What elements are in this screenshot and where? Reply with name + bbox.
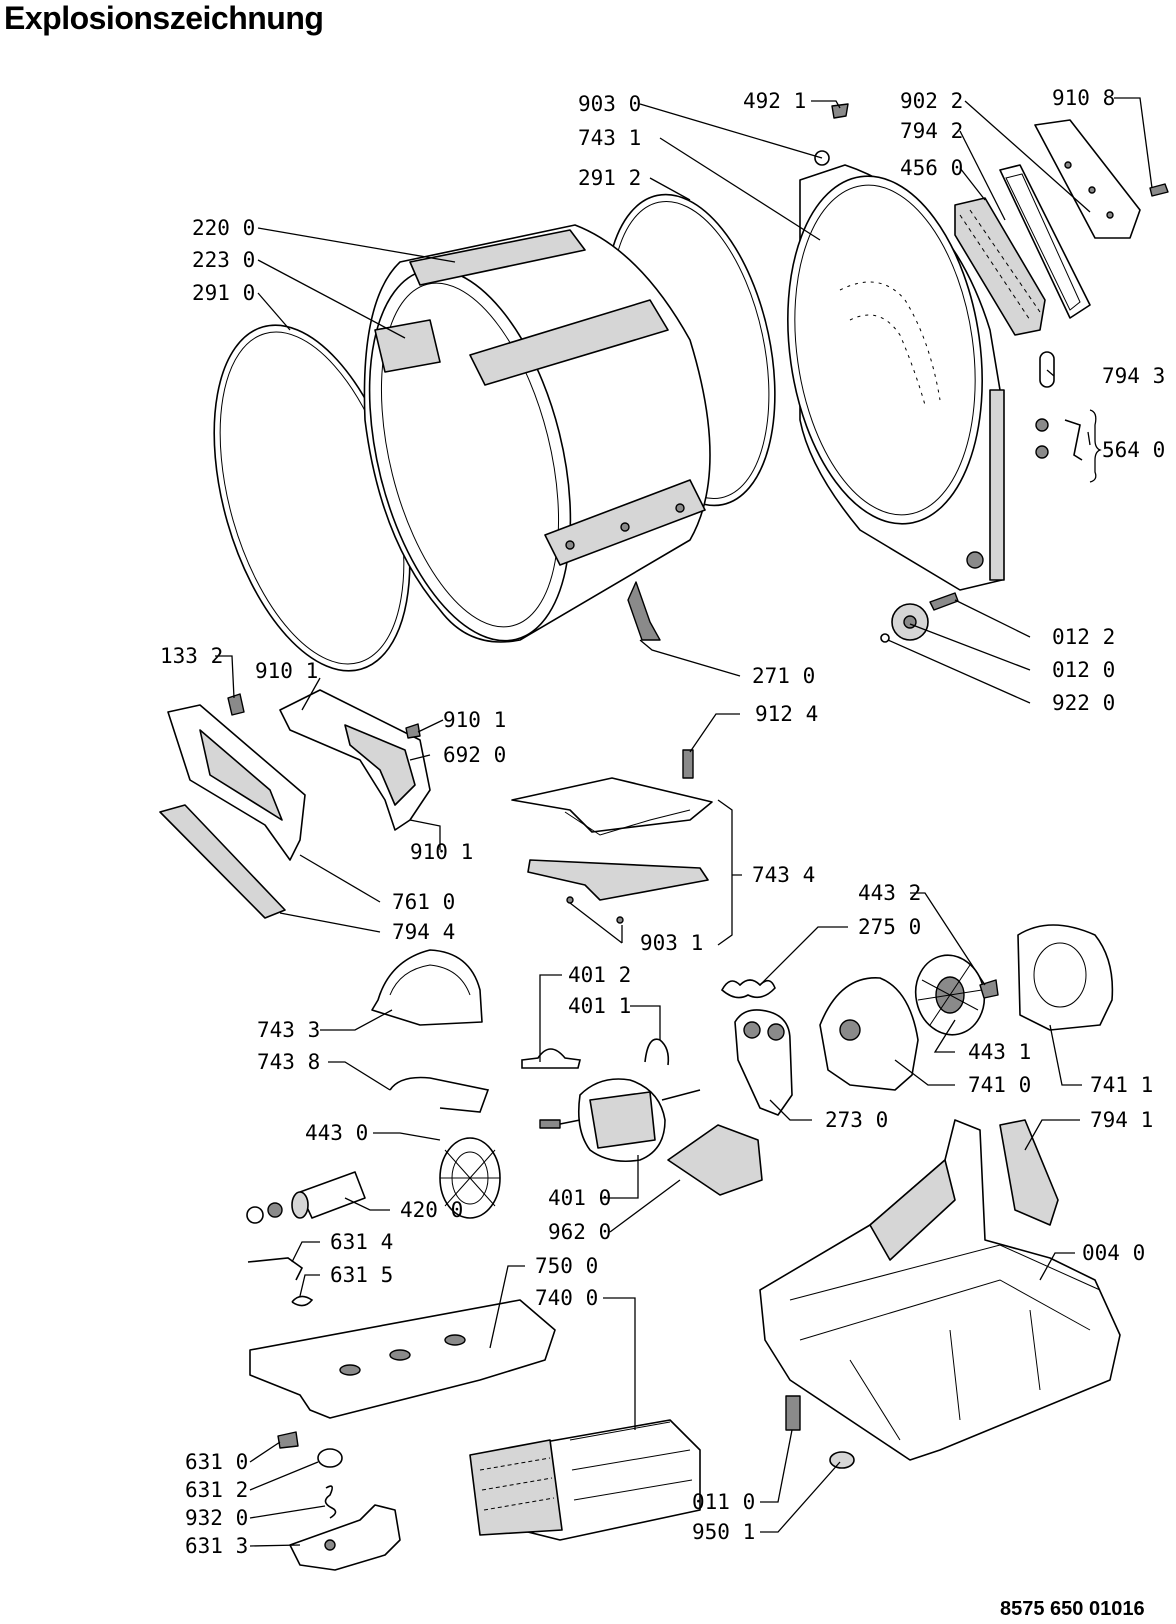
clip-small-part: [831, 103, 849, 119]
page-title: Explosionszeichnung: [4, 0, 324, 36]
filter-cover-part: [1034, 119, 1141, 239]
label-794-3: 794 3: [1102, 364, 1165, 388]
base-frame-part: [759, 1119, 1121, 1461]
capacitor-part: [246, 1171, 366, 1224]
label-012-2: 012 2: [1052, 625, 1115, 649]
duct-cover-part: [371, 949, 483, 1026]
fan-wheel-part: [439, 1137, 501, 1219]
motor-bracket-part: [667, 1124, 763, 1196]
o-ring-part: [1039, 351, 1055, 388]
spring-clip-part: [291, 1295, 314, 1307]
leader-lines: [215, 97, 1153, 1547]
spring-part: [720, 979, 776, 999]
label-291-0: 291 0: [192, 281, 255, 305]
label-456-0: 456 0: [900, 156, 963, 180]
drum-part: [363, 224, 711, 643]
label-761-0: 761 0: [392, 890, 455, 914]
seal-strip-part: [159, 804, 286, 919]
screw-910-part: [405, 723, 421, 739]
label-631-5: 631 5: [330, 1263, 393, 1287]
switch-small-part: [277, 1431, 299, 1449]
label-631-0: 631 0: [185, 1450, 248, 1474]
label-133-2: 133 2: [160, 644, 223, 668]
label-401-1: 401 1: [568, 994, 631, 1018]
label-910-1-bottom: 910 1: [410, 840, 473, 864]
filter-part: [954, 197, 1046, 336]
label-291-2: 291 2: [578, 166, 641, 190]
handle-part: [279, 689, 431, 831]
button-part: [317, 1448, 343, 1468]
air-duct-upper-part: [511, 777, 713, 924]
roller-part: [880, 592, 959, 643]
label-903-0: 903 0: [578, 92, 641, 116]
label-443-1: 443 1: [968, 1040, 1031, 1064]
label-401-2: 401 2: [568, 963, 631, 987]
foot-part: [829, 1451, 855, 1469]
label-912-4: 912 4: [755, 702, 818, 726]
lever-part: [247, 1257, 304, 1281]
label-223-0: 223 0: [192, 248, 255, 272]
motor-clamp-small-part: [644, 1038, 670, 1066]
document-number: 8575 650 01016: [1000, 1598, 1145, 1620]
label-932-0: 932 0: [185, 1506, 248, 1530]
label-631-2: 631 2: [185, 1478, 248, 1502]
motor-part: [539, 1078, 701, 1163]
filter-gasket-part: [999, 164, 1091, 319]
label-220-0: 220 0: [192, 216, 255, 240]
label-794-4: 794 4: [392, 920, 455, 944]
rear-panel-part: [787, 164, 1005, 591]
screw-912-part: [682, 749, 694, 779]
label-794-2: 794 2: [900, 119, 963, 143]
label-443-2: 443 2: [858, 881, 921, 905]
label-443-0: 443 0: [305, 1121, 368, 1145]
label-741-0: 741 0: [968, 1073, 1031, 1097]
label-740-0: 740 0: [535, 1286, 598, 1310]
label-631-4: 631 4: [330, 1230, 393, 1254]
label-743-3: 743 3: [257, 1018, 320, 1042]
part-number-labels: 903 0 492 1 902 2 910 8 743 1 794 2 291 …: [160, 86, 1165, 1558]
label-910-1-mid: 910 1: [443, 708, 506, 732]
label-743-4: 743 4: [752, 863, 815, 887]
switch-assembly-part: [289, 1504, 401, 1571]
label-743-8: 743 8: [257, 1050, 320, 1074]
spring-small-part: [324, 1485, 337, 1519]
label-401-0: 401 0: [548, 1186, 611, 1210]
base-plate-part: [249, 1299, 556, 1419]
label-631-3: 631 3: [185, 1534, 248, 1558]
label-794-1: 794 1: [1090, 1108, 1153, 1132]
front-frame-part: [167, 704, 306, 861]
motor-clamp-part: [521, 1048, 581, 1069]
label-275-0: 275 0: [858, 915, 921, 939]
label-910-1-top: 910 1: [255, 659, 318, 683]
clip-133-part: [227, 693, 245, 716]
label-903-1: 903 1: [640, 931, 703, 955]
tensioner-part: [734, 1009, 793, 1116]
label-492-1: 492 1: [743, 89, 806, 113]
foot-screw-part: [785, 1395, 801, 1431]
label-012-0: 012 0: [1052, 658, 1115, 682]
label-011-0: 011 0: [692, 1490, 755, 1514]
label-962-0: 962 0: [548, 1220, 611, 1244]
label-902-2: 902 2: [900, 89, 963, 113]
label-004-0: 004 0: [1082, 1241, 1145, 1265]
label-692-0: 692 0: [443, 743, 506, 767]
label-743-1: 743 1: [578, 126, 641, 150]
screw-part: [1149, 183, 1169, 197]
label-910-8: 910 8: [1052, 86, 1115, 110]
label-271-0: 271 0: [752, 664, 815, 688]
label-922-0: 922 0: [1052, 691, 1115, 715]
duct-gasket-part: [999, 1119, 1059, 1226]
pin-set-part: [1035, 418, 1083, 461]
label-564-0: 564 0: [1102, 438, 1165, 462]
label-420-0: 420 0: [400, 1198, 463, 1222]
fan-cover-part: [1017, 924, 1114, 1031]
wire-bracket-part: [389, 1076, 490, 1113]
label-273-0: 273 0: [825, 1108, 888, 1132]
fan-housing-part: [819, 977, 919, 1091]
label-750-0: 750 0: [535, 1254, 598, 1278]
label-950-1: 950 1: [692, 1520, 755, 1544]
heat-exchanger-part: [469, 1419, 701, 1541]
label-741-1: 741 1: [1090, 1073, 1153, 1097]
